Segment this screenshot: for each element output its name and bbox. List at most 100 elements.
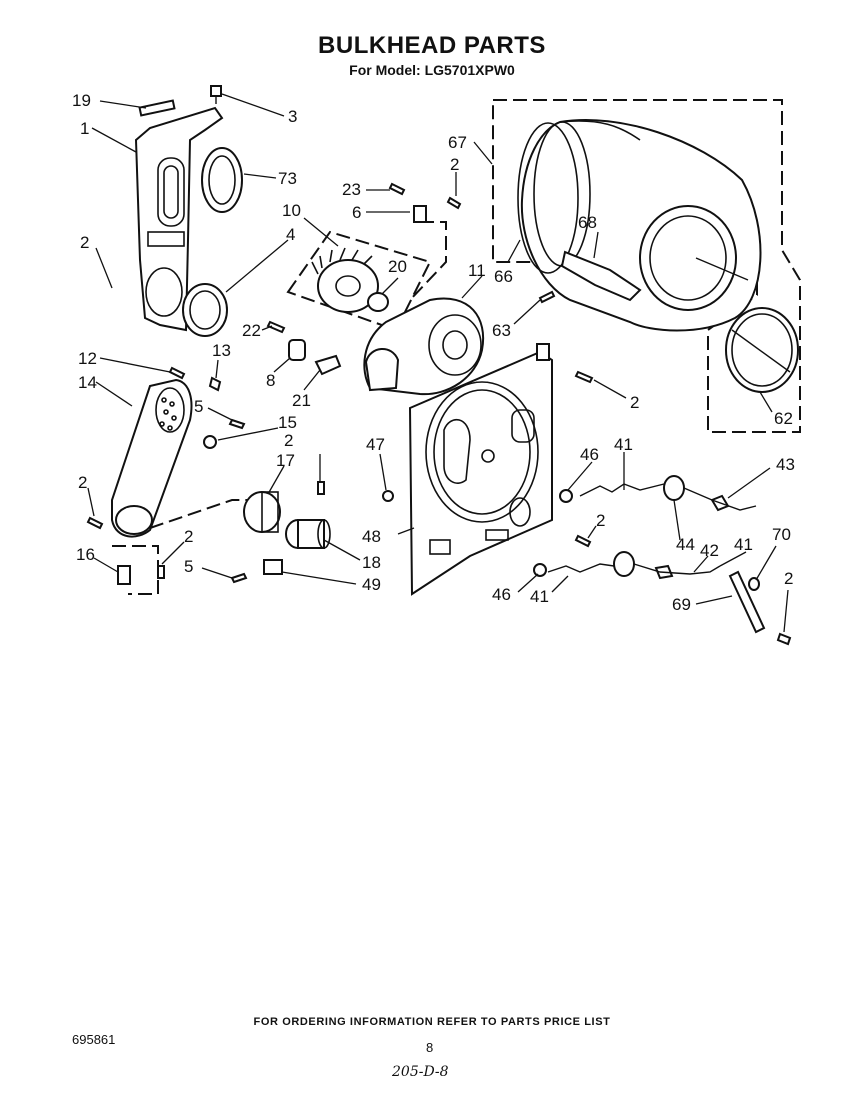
seal-73: [201, 147, 243, 213]
clip-70: [748, 577, 760, 591]
callout-41c: 41: [530, 587, 549, 606]
callout-5b: 5: [184, 557, 193, 576]
document-number: 695861: [72, 1032, 116, 1047]
rear-bulkhead-cover: [111, 378, 193, 538]
screw-2d-top: [317, 481, 325, 495]
motor-shield-17: [243, 491, 281, 533]
screw-63: [538, 290, 556, 304]
callout-44: 44: [676, 535, 695, 554]
bearing-8: [288, 339, 306, 361]
bracket-49: [263, 559, 283, 575]
screw-22: [266, 320, 286, 334]
callout-2d: 2: [284, 431, 293, 450]
callout-4: 4: [286, 225, 295, 244]
screw-2g: [574, 534, 592, 548]
screw-2d: [86, 516, 104, 530]
screw-2b: [446, 196, 462, 210]
header-title: BULKHEAD PARTS: [318, 32, 546, 59]
screw-23: [388, 182, 406, 196]
callout-21: 21: [292, 391, 311, 410]
callout-14: 14: [78, 373, 97, 392]
handwritten-note: 205-D-8: [392, 1064, 449, 1080]
front-bulkhead-duct: [134, 106, 224, 332]
callout-46b: 46: [492, 585, 511, 604]
callout-22: 22: [242, 321, 261, 340]
callout-48: 48: [362, 527, 381, 546]
callout-15: 15: [278, 413, 297, 432]
washer-15: [203, 435, 217, 449]
screw-3: [210, 85, 222, 104]
callout-10: 10: [282, 201, 301, 220]
washer-46b: [533, 563, 547, 577]
callout-70: 70: [772, 525, 791, 544]
drum-roller-upper: [579, 475, 757, 512]
rear-bulkhead: [408, 343, 553, 596]
callout-41a: 41: [614, 435, 633, 454]
belt-dash-link: [149, 499, 256, 529]
screw-5b: [230, 572, 248, 584]
callout-23: 23: [342, 180, 361, 199]
screw-2h: [157, 565, 165, 579]
callout-43: 43: [776, 455, 795, 474]
callout-17: 17: [276, 451, 295, 470]
drum-roller-lower: [547, 551, 721, 580]
callout-2a: 2: [80, 233, 89, 252]
page-number: 8: [426, 1040, 434, 1055]
drum-seal-ring: [725, 307, 799, 393]
callout-18: 18: [362, 553, 381, 572]
seal-4: [182, 283, 228, 337]
callout-13: 13: [212, 341, 231, 360]
screw-2e: [574, 370, 594, 384]
clip-6: [413, 205, 427, 223]
fan-group-outline: [286, 230, 432, 332]
callout-69: 69: [672, 595, 691, 614]
callout-42: 42: [700, 541, 719, 560]
drum-group-outline: [492, 99, 801, 433]
drum: [517, 118, 762, 332]
screw-12: [168, 366, 186, 380]
washer-46a: [559, 489, 573, 503]
callout-68: 68: [578, 213, 597, 232]
callout-2f: 2: [78, 473, 87, 492]
callout-73: 73: [278, 169, 297, 188]
blower-housing: [363, 297, 485, 396]
callout-67: 67: [448, 133, 467, 152]
fan-hub-20: [367, 292, 389, 312]
callout-63: 63: [492, 321, 511, 340]
callout-8: 8: [266, 371, 275, 390]
model-line: For Model: LG5701XPW0: [349, 62, 515, 78]
screw-13: [208, 376, 222, 392]
motor-pulley-18: [285, 519, 331, 549]
callout-66: 66: [494, 267, 513, 286]
ordering-note: FOR ORDERING INFORMATION REFER TO PARTS …: [253, 1016, 611, 1028]
callout-49: 49: [362, 575, 381, 594]
callout-5a: 5: [194, 397, 203, 416]
leader-lines: [87, 93, 789, 633]
callout-3: 3: [288, 107, 297, 126]
callout-2g: 2: [596, 511, 605, 530]
blower-fan: [311, 247, 379, 313]
drum-baffle: [560, 250, 642, 302]
callout-20: 20: [388, 257, 407, 276]
callout-41b: 41: [734, 535, 753, 554]
bracket-19: [138, 99, 176, 117]
callout-46a: 46: [580, 445, 599, 464]
callout-12: 12: [78, 349, 97, 368]
callout-19: 19: [72, 91, 91, 110]
callout-62: 62: [774, 409, 793, 428]
callout-2e: 2: [630, 393, 639, 412]
roller-bracket-69: [728, 570, 766, 634]
callout-6: 6: [352, 203, 361, 222]
callout-numbers: 19 1 3 73 2 4 10 23 6 2 67 20 11 68 66 6…: [72, 91, 795, 614]
screw-5a: [228, 418, 246, 430]
fan-dash-link: [409, 221, 447, 301]
callout-2h: 2: [184, 527, 193, 546]
nut-47: [382, 490, 394, 502]
callout-2b: 2: [450, 155, 459, 174]
screw-2i: [776, 632, 792, 646]
callout-47: 47: [366, 435, 385, 454]
callout-2i: 2: [784, 569, 793, 588]
bracket-16: [117, 565, 131, 585]
callout-16: 16: [76, 545, 95, 564]
